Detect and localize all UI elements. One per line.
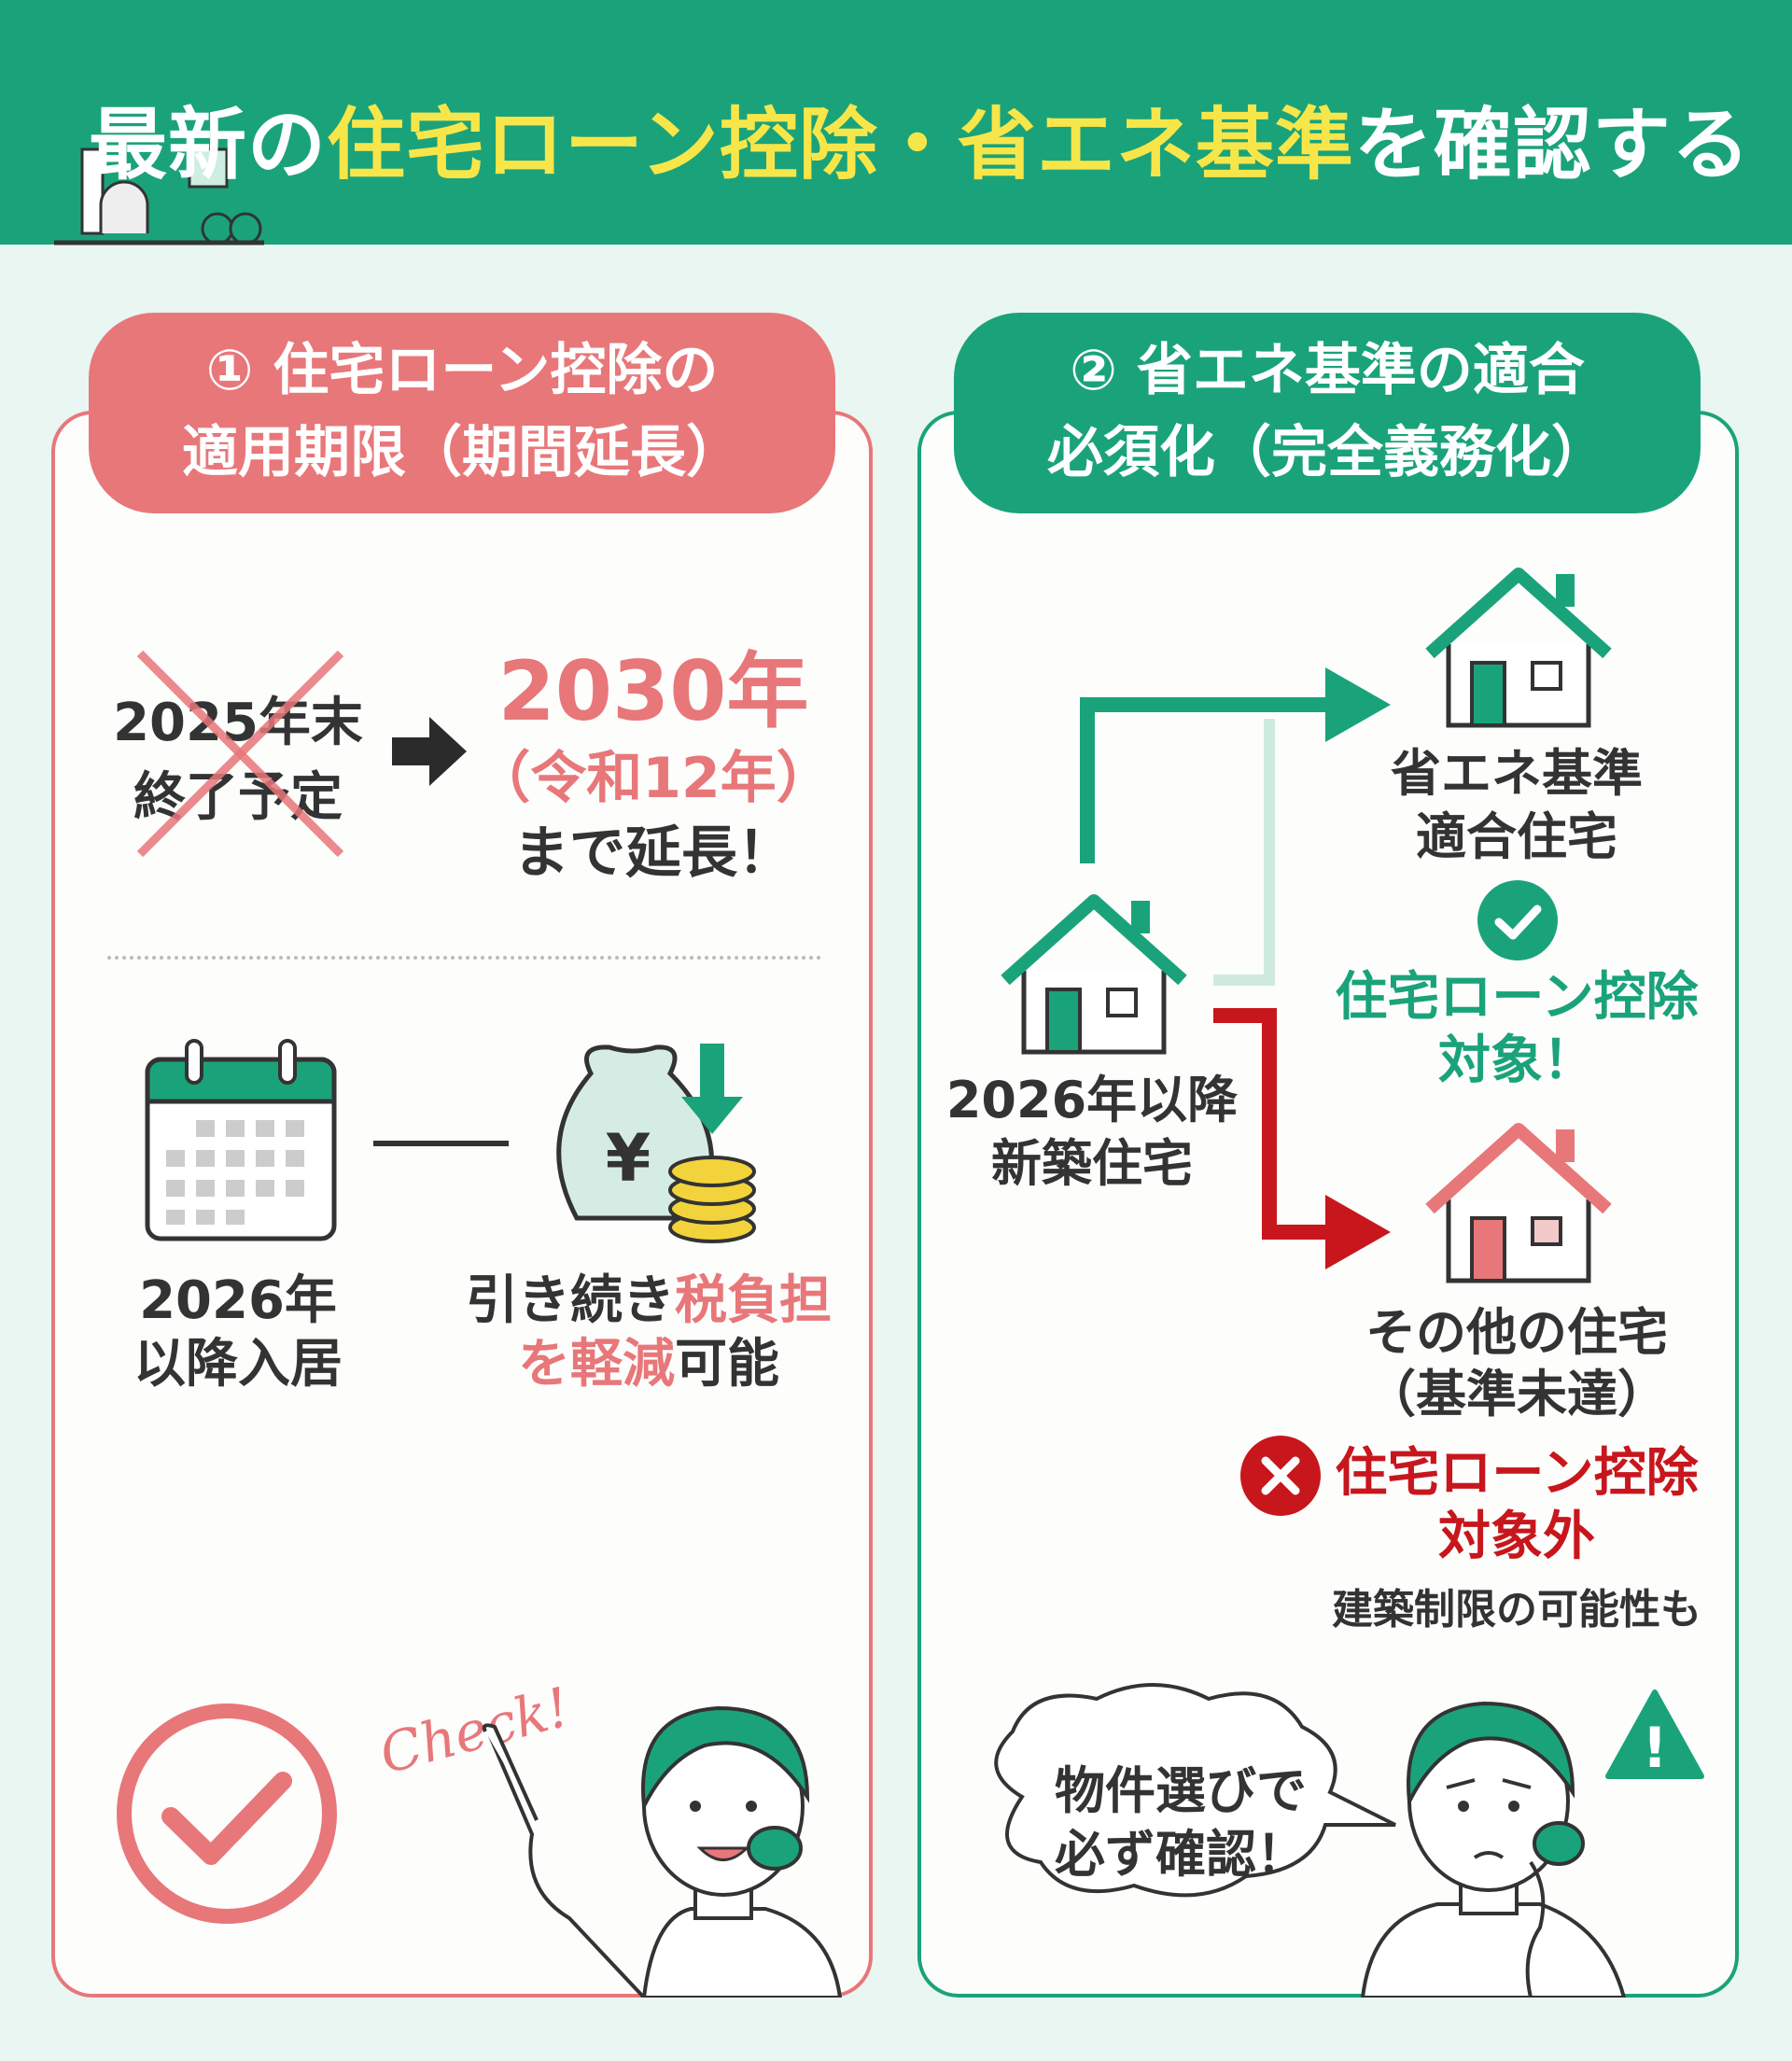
woman-pointing-illustration [482, 1705, 843, 1998]
noncompliant-house-label: その他の住宅（基準未達） [1365, 1303, 1668, 1423]
money-bag-icon: ¥ [556, 1044, 756, 1243]
svg-text:!: ! [1642, 1716, 1667, 1781]
building-restriction-note: 建築制限の可能性も [1332, 1586, 1701, 1633]
bubble-text: 物件選びで必ず確認！ [1055, 1761, 1307, 1884]
check-circle-icon [117, 1703, 337, 1924]
noncompliant-house-icon [1425, 1123, 1612, 1283]
header-banner [0, 0, 1792, 245]
page-title: 最新の住宅ローン控除・省エネ基準を確認する [89, 99, 1751, 190]
eligible-result: 住宅ローン控除対象！ [1335, 967, 1699, 1091]
x-badge-icon [1240, 1436, 1321, 1516]
worried-woman-illustration [1360, 1701, 1627, 1998]
compliant-house-label: 省エネ基準適合住宅 [1391, 744, 1643, 866]
green-connector [1080, 697, 1335, 863]
calendar-icon [145, 1039, 337, 1241]
benefit-label: 引き続き税負担を軽減可能 [466, 1270, 832, 1395]
warning-icon: ! [1605, 1689, 1704, 1781]
arrow-right-icon [392, 717, 467, 786]
energy-standard-heading: ② 省エネ基準の適合必須化（完全義務化） [954, 313, 1701, 513]
move-in-label: 2026年以降入居 [133, 1270, 343, 1395]
town-icon [54, 147, 264, 245]
red-arrowhead-icon [1325, 1195, 1391, 1269]
green-arrowhead-icon [1325, 667, 1391, 742]
loan-deduction-heading: ① 住宅ローン控除の適用期限（期間延長） [89, 313, 835, 513]
new-deadline-year: 2030年 [497, 643, 809, 739]
divider [107, 956, 821, 960]
speech-bubble [994, 1683, 1396, 1898]
new-house-icon [1001, 894, 1187, 1055]
connector-line [373, 1141, 509, 1146]
cross-out-icon [136, 650, 344, 858]
new-house-label: 2026年以降新築住宅 [945, 1071, 1239, 1193]
check-badge-icon [1477, 880, 1558, 960]
flow-diagram [1080, 667, 1391, 1269]
compliant-house-icon [1425, 568, 1612, 728]
ineligible-result: 住宅ローン控除対象外 [1335, 1443, 1699, 1567]
red-connector [1213, 1008, 1335, 1240]
svg-text:¥: ¥ [606, 1120, 651, 1197]
new-deadline-suffix: まで延長！ [513, 820, 793, 886]
new-deadline-era: （令和12年） [474, 746, 833, 811]
